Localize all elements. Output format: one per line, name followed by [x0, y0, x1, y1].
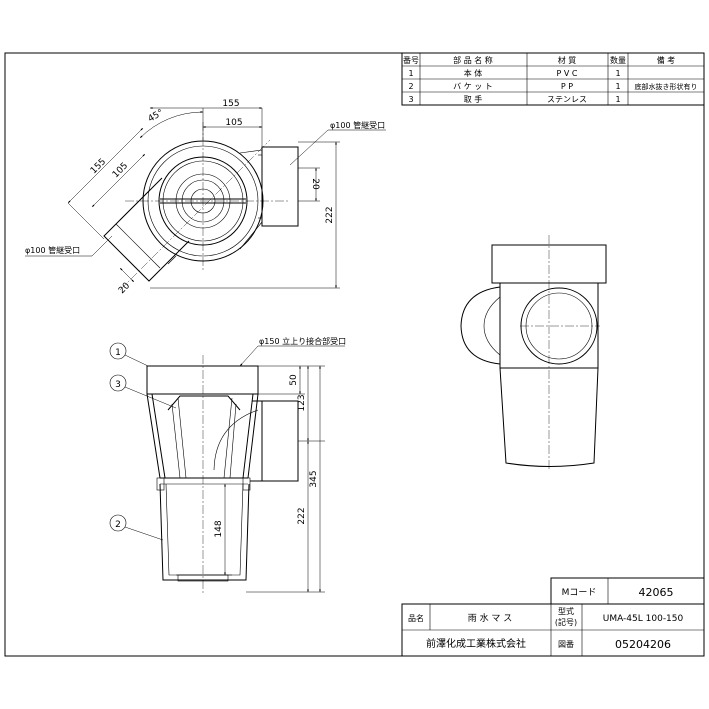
table-row-3-qty: 1 [615, 95, 620, 104]
dim-222-top: 222 [325, 206, 335, 223]
dim-20-bottom: 20 [117, 281, 132, 296]
front-bucket [156, 477, 251, 582]
model-label-1: 型式 [558, 606, 574, 616]
top-bucket-rim [158, 156, 248, 246]
table-row-2-qty: 1 [615, 82, 620, 91]
callout-1 [109, 342, 127, 360]
title-block: Mコード 42065 品名 雨 水 マ ス 型式 (記号) UMA-45L 10… [401, 577, 705, 657]
dim-222-front: 222 [297, 507, 307, 524]
table-row-3-name: 取 手 [464, 94, 483, 104]
table-header-material: 材 質 [558, 55, 577, 65]
dim-155-horizontal: 155 [222, 99, 239, 109]
label-port-right: φ100 管継受口 [330, 120, 385, 130]
callout-2-label: 2 [115, 520, 121, 530]
side-view [460, 235, 607, 470]
table-row-1-no: 1 [408, 69, 413, 78]
label-port-left: φ100 管継受口 [25, 245, 80, 255]
table-row-2-no: 2 [408, 82, 413, 91]
front-handle [167, 395, 241, 411]
company-name: 前澤化成工業株式会社 [426, 637, 526, 650]
dim-angle-45: 45° [147, 108, 166, 125]
name-value: 雨 水 マ ス [468, 612, 513, 624]
dim-50: 50 [289, 374, 299, 386]
front-view: 50 123 345 222 148 φ150 立上り接合部受口 1 3 2 [109, 336, 346, 595]
top-right-outlet [239, 146, 299, 250]
callout-3 [109, 374, 127, 392]
table-header-no: 番号 [403, 55, 419, 65]
callout-2 [109, 514, 127, 532]
model-value: UMA-45L 100-150 [603, 614, 684, 624]
table-row-2-note: 底部水抜き形状有り [635, 82, 698, 91]
dim-155-diagonal: 155 [89, 157, 108, 176]
table-row-2-name: バ ケ ッ ト [453, 82, 493, 91]
drawing-label: 図番 [558, 639, 574, 649]
table-header-note: 備 考 [657, 55, 676, 65]
table-header-name: 部 品 名 称 [453, 55, 493, 65]
dim-148: 148 [214, 520, 224, 537]
name-label: 品名 [408, 613, 424, 623]
label-port-top: φ150 立上り接合部受口 [259, 336, 346, 346]
callout-1-label: 1 [115, 348, 121, 358]
dim-345: 345 [309, 470, 319, 487]
callout-3-label: 3 [115, 380, 121, 390]
dim-123: 123 [297, 394, 307, 411]
dim-105-diagonal: 105 [111, 161, 130, 180]
table-header-qty: 数量 [610, 55, 626, 65]
model-label-2: (記号) [555, 617, 577, 627]
table-row-1-name: 本 体 [464, 68, 483, 78]
table-row-1-material: P V C [557, 69, 578, 78]
drawing-frame [4, 52, 705, 657]
dim-20-right: 20 [310, 178, 320, 190]
mcode-label: Mコード [562, 588, 597, 598]
parts-table: 番号 部 品 名 称 材 質 数量 備 考 1 本 体 P V C 1 2 バ … [401, 52, 705, 106]
table-row-3-material: ステンレス [547, 95, 587, 104]
dim-105-horizontal: 105 [225, 118, 242, 128]
mcode-value: 42065 [639, 586, 674, 599]
table-row-2-material: P P [561, 82, 573, 91]
top-view: 155 105 45° 155 105 20 222 20 φ100 管継受口 … [25, 99, 386, 296]
table-row-3-no: 3 [408, 95, 413, 104]
top-left-inlet [103, 177, 190, 282]
drawing-value: 05204206 [615, 638, 671, 651]
front-top-flange [146, 365, 259, 395]
table-row-1-qty: 1 [615, 69, 620, 78]
